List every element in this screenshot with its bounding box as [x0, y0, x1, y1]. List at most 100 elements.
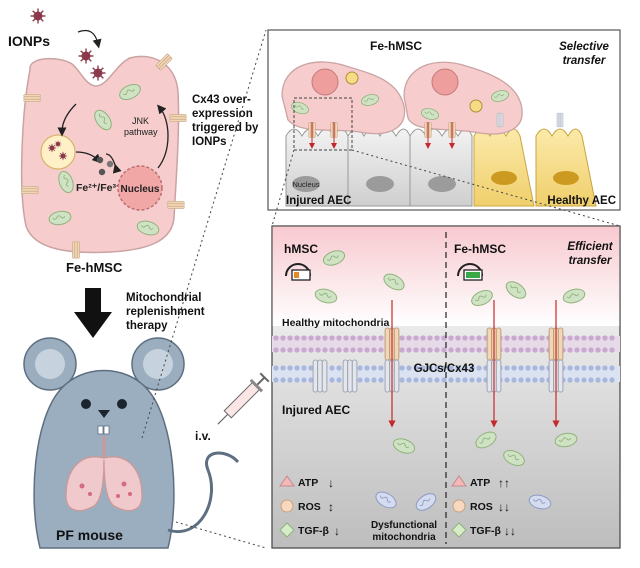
lipid-head: [308, 347, 314, 353]
efficient-line1: Efficient: [567, 241, 613, 253]
legend-arrow: ↓↓: [504, 524, 516, 538]
lipid-head: [448, 347, 454, 353]
full-battery-icon: [457, 263, 483, 281]
lipid-head: [476, 347, 482, 353]
lipid-head: [539, 365, 545, 371]
lipid-head: [602, 347, 608, 353]
lipid-head: [357, 365, 363, 371]
cx43-line1: Cx43 over-: [192, 94, 251, 106]
lipid-head: [315, 335, 321, 341]
legend-arrow: ↓: [328, 476, 334, 490]
lipid-head: [469, 377, 475, 383]
low-battery-icon: [285, 263, 311, 281]
lipid-head: [336, 335, 342, 341]
ionp-particle: [77, 47, 95, 65]
mouse-eye-right: [117, 399, 127, 409]
lung-left: [65, 456, 105, 512]
lipid-head: [441, 335, 447, 341]
lipid-head: [364, 347, 370, 353]
tgfb-icon: [279, 522, 295, 538]
right-legend: ATP ↑↑ ROS ↓↓ TGF-β ↓↓: [451, 475, 516, 538]
lipid-head: [595, 347, 601, 353]
lipid-head: [406, 335, 412, 341]
lipid-head: [462, 377, 468, 383]
lipid-head: [511, 377, 517, 383]
lipid-head: [420, 365, 426, 371]
atp-icon: [279, 475, 295, 487]
lipid-head: [420, 335, 426, 341]
lipid-head: [581, 365, 587, 371]
lipid-head: [364, 365, 370, 371]
lipid-head: [329, 377, 335, 383]
lipid-head: [371, 347, 377, 353]
lipid-head: [413, 347, 419, 353]
legend-label: ATP: [470, 477, 490, 489]
lipid-head: [357, 377, 363, 383]
lipid-head: [378, 377, 384, 383]
ionps-label: IONPs: [8, 33, 50, 49]
legend-label: ROS: [470, 501, 493, 513]
cx43-line4: IONPs: [192, 136, 227, 148]
lipid-head: [364, 377, 370, 383]
legend-label: ROS: [298, 501, 321, 513]
lipid-head: [455, 365, 461, 371]
lipid-head: [308, 335, 314, 341]
lipid-head: [413, 335, 419, 341]
lipid-head: [441, 347, 447, 353]
lipid-head: [504, 335, 510, 341]
lipid-head: [574, 377, 580, 383]
lipid-head: [588, 377, 594, 383]
lipid-head: [511, 365, 517, 371]
lipid-head: [287, 365, 293, 371]
lipid-head: [322, 347, 328, 353]
lipid-head: [294, 335, 300, 341]
ros-icon: [452, 499, 466, 513]
lipid-head: [427, 335, 433, 341]
uptake-arrow: [77, 29, 102, 49]
lipid-head: [518, 347, 524, 353]
lipid-head: [308, 365, 314, 371]
lipid-head: [504, 347, 510, 353]
lipid-head: [336, 377, 342, 383]
lipid-head: [287, 377, 293, 383]
lipid-head: [581, 377, 587, 383]
lipid-head: [287, 335, 293, 341]
lipid-head: [595, 335, 601, 341]
mouse-nose: [98, 410, 110, 418]
fe-hmsc-label: Fe-hMSC: [66, 260, 123, 275]
lipid-head: [462, 365, 468, 371]
lipid-head: [301, 347, 307, 353]
mouse-tooth: [97, 425, 104, 435]
lipid-head: [329, 347, 335, 353]
lipid-head: [602, 365, 608, 371]
lipid-head: [455, 347, 461, 353]
ionp-particle: [89, 64, 107, 82]
lipid-head: [518, 335, 524, 341]
lipid-head: [399, 377, 405, 383]
bottom-fe-hmsc-label: Fe-hMSC: [454, 242, 506, 256]
mouse-tail: [167, 451, 240, 534]
lipid-head: [336, 365, 342, 371]
lipid-head: [532, 335, 538, 341]
lipid-head: [427, 377, 433, 383]
lipid-head: [539, 335, 545, 341]
lipid-head: [462, 335, 468, 341]
lipid-head: [378, 365, 384, 371]
lipid-head: [413, 365, 419, 371]
dysfunctional-line1: Dysfunctional: [371, 520, 437, 531]
cx43-line2: expression: [192, 108, 253, 120]
lipid-head: [329, 335, 335, 341]
jnk-label-line1: JNK: [132, 116, 149, 126]
lipid-head: [427, 347, 433, 353]
lipid-head: [574, 347, 580, 353]
legend-arrow: ↕: [328, 500, 334, 514]
lipid-head: [294, 377, 300, 383]
jnk-label-line2: pathway: [124, 127, 158, 137]
lipid-head: [301, 377, 307, 383]
lipid-head: [371, 335, 377, 341]
legend-arrow: ↑↑: [498, 476, 510, 490]
lipid-head: [595, 377, 601, 383]
mouse-eye-left: [81, 399, 91, 409]
